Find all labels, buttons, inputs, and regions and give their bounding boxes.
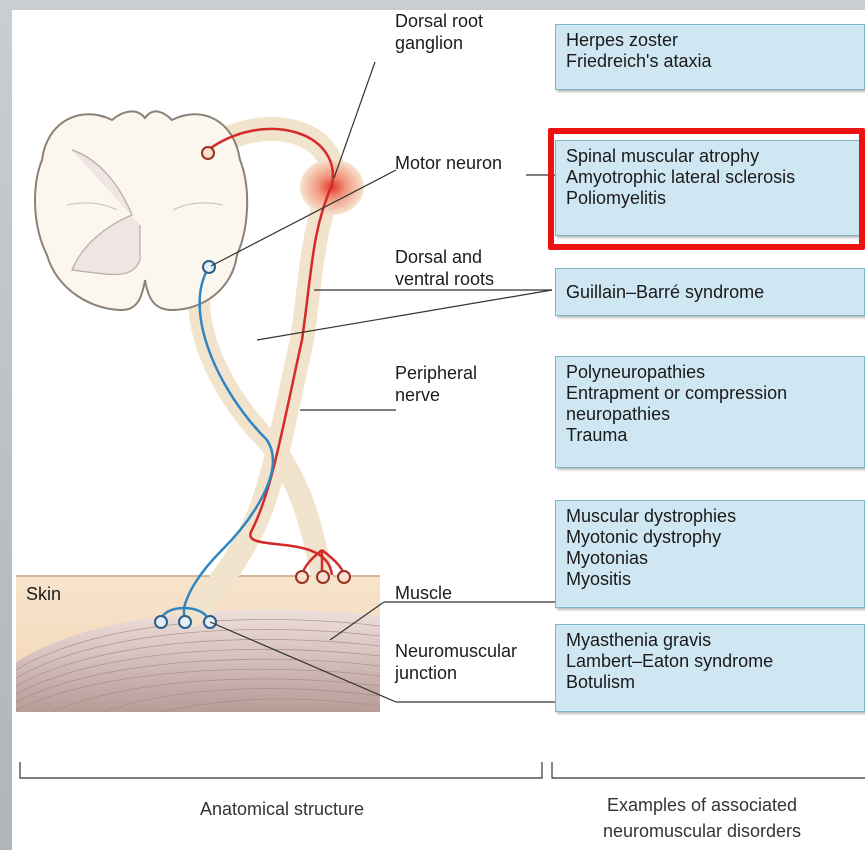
disorders-box-muscle: Muscular dystrophies Myotonic dystrophy … — [555, 500, 865, 608]
label-line: Peripheral — [395, 362, 477, 384]
label-skin: Skin — [26, 583, 61, 605]
highlight-rectangle — [548, 128, 865, 250]
label-dorsal-root-ganglion: Dorsal root ganglion — [395, 10, 483, 54]
label-motor-neuron: Motor neuron — [395, 152, 502, 174]
disorders-box-roots: Guillain–Barré syndrome — [555, 268, 865, 316]
sensory-receptor — [155, 616, 167, 628]
disorder-item: Myasthenia gravis — [566, 630, 854, 651]
disorder-item: Myotonias — [566, 548, 854, 569]
disorder-item: Myotonic dystrophy — [566, 527, 854, 548]
label-line: junction — [395, 662, 517, 684]
motor-endplate — [296, 571, 308, 583]
label-peripheral-nerve: Peripheral nerve — [395, 362, 477, 406]
motor-endplate — [338, 571, 350, 583]
label-line: Dorsal and — [395, 246, 494, 268]
disorder-item: Herpes zoster — [566, 30, 854, 51]
diagram-frame: Dorsal root ganglion Motor neuron Dorsal… — [12, 10, 865, 850]
label-line: Neuromuscular — [395, 640, 517, 662]
sensory-receptor — [179, 616, 191, 628]
disorder-item: Muscular dystrophies — [566, 506, 854, 527]
disorder-item: Entrapment or compression — [566, 383, 854, 404]
motor-neuron-cell-body — [202, 147, 214, 159]
label-muscle: Muscle — [395, 582, 452, 604]
sensory-neuron-terminal — [203, 261, 215, 273]
disorder-item: Lambert–Eaton syndrome — [566, 651, 854, 672]
label-dorsal-ventral-roots: Dorsal and ventral roots — [395, 246, 494, 290]
caption-line: Examples of associated — [557, 792, 847, 818]
label-line: ventral roots — [395, 268, 494, 290]
disorders-box-drg: Herpes zoster Friedreich's ataxia — [555, 24, 865, 90]
motor-endplate — [317, 571, 329, 583]
caption-anatomical-structure: Anatomical structure — [142, 796, 422, 822]
caption-associated-disorders: Examples of associated neuromuscular dis… — [557, 792, 847, 844]
disorder-item: Friedreich's ataxia — [566, 51, 854, 72]
label-line: Dorsal root — [395, 10, 483, 32]
label-line: nerve — [395, 384, 477, 406]
disorder-item: neuropathies — [566, 404, 854, 425]
bottom-brackets — [20, 762, 865, 778]
spinal-cord-cross-section — [35, 111, 247, 310]
disorders-box-nmj: Myasthenia gravis Lambert–Eaton syndrome… — [555, 624, 865, 712]
caption-line: neuromuscular disorders — [557, 818, 847, 844]
disorder-item: Myositis — [566, 569, 854, 590]
disorder-item: Polyneuropathies — [566, 362, 854, 383]
disorder-item: Trauma — [566, 425, 854, 446]
disorder-item: Botulism — [566, 672, 854, 693]
disorder-item: Guillain–Barré syndrome — [566, 274, 854, 310]
disorders-box-nerve: Polyneuropathies Entrapment or compressi… — [555, 356, 865, 468]
label-neuromuscular-junction: Neuromuscular junction — [395, 640, 517, 684]
label-line: ganglion — [395, 32, 483, 54]
